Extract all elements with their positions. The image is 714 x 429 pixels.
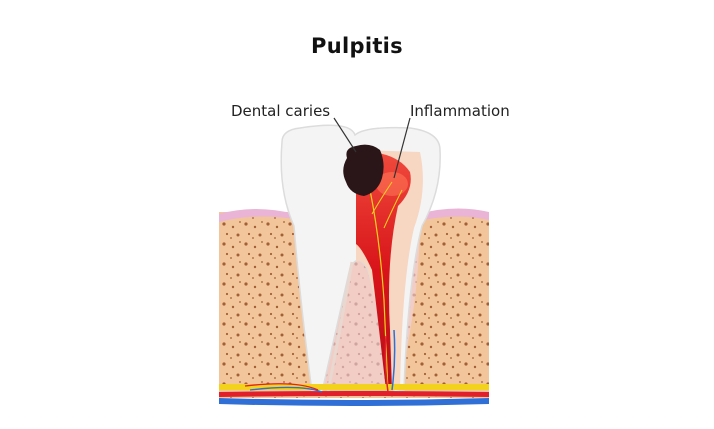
- label-inflammation: Inflammation: [410, 102, 510, 120]
- artery-band: [219, 391, 489, 397]
- caries-pointer: [333, 117, 357, 153]
- vein-band: [219, 398, 489, 406]
- pulp-nerve: [369, 189, 389, 393]
- left-root-canal: [326, 261, 354, 393]
- inflamed-pulp: [356, 151, 411, 390]
- dental-caries-lesion: [343, 144, 384, 196]
- nerve-band: [219, 384, 489, 390]
- gum-right: [414, 208, 489, 222]
- inflammation-pointer: [393, 117, 411, 179]
- label-dental-caries: Dental caries: [231, 102, 331, 120]
- diagram-title: Pulpitis: [311, 34, 403, 58]
- gum-left: [219, 209, 300, 222]
